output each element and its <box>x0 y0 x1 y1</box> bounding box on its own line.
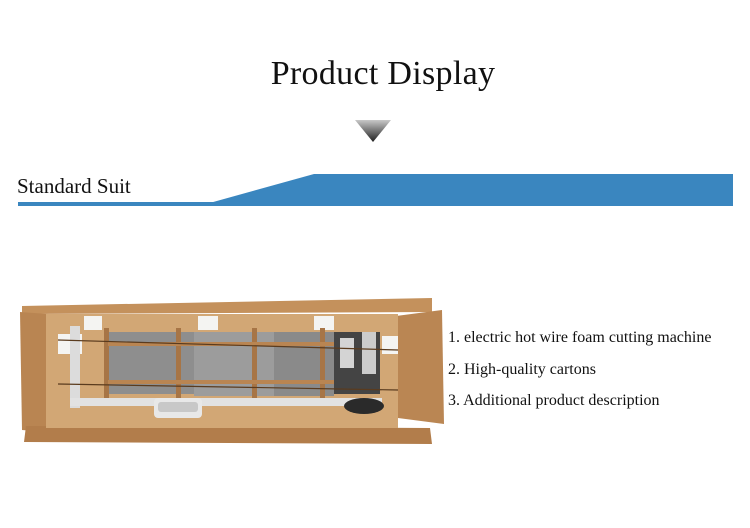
chevron-down-icon <box>355 120 391 142</box>
feature-list: 1. electric hot wire foam cutting machin… <box>448 328 711 423</box>
list-item: 3. Additional product description <box>448 392 660 409</box>
list-item: 2. High-quality cartons <box>448 360 596 378</box>
list-item: 1. electric hot wire foam cutting machin… <box>448 329 712 346</box>
section-title: Standard Suit <box>17 174 131 198</box>
product-photo <box>20 298 444 444</box>
page-title: Product Display <box>270 55 496 92</box>
section-banner <box>18 174 733 206</box>
